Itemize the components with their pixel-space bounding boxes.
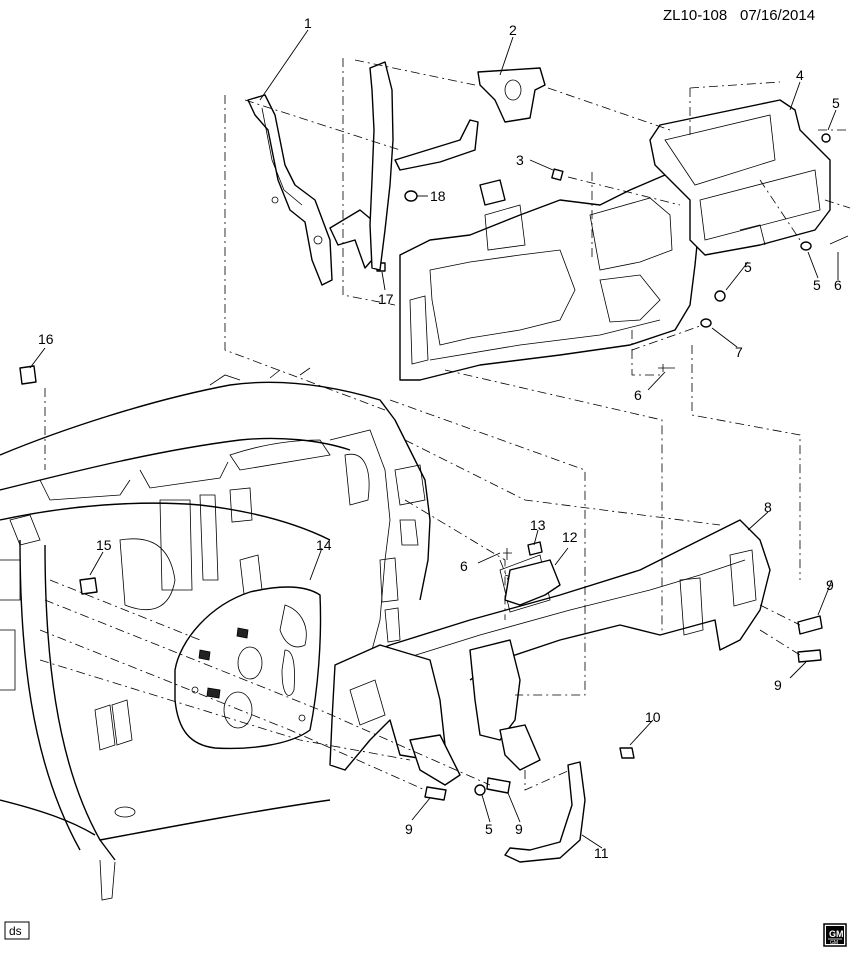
part-2-bracket <box>477 67 546 123</box>
ds-stamp: ds <box>4 921 30 940</box>
alignment-lines <box>39 58 851 791</box>
bolts <box>19 365 823 801</box>
callout-5: 5 <box>744 259 752 275</box>
callout-13: 13 <box>530 517 546 533</box>
callout-8: 8 <box>764 499 772 515</box>
callout-17: 17 <box>378 291 394 307</box>
callout-4: 4 <box>796 67 804 83</box>
callout-9: 9 <box>774 677 782 693</box>
callout-6: 6 <box>460 558 468 574</box>
part-1-bracket <box>247 94 333 286</box>
upper-side-bracket <box>369 61 479 271</box>
part-4-frame <box>649 99 831 256</box>
small-fasteners-top <box>658 133 849 372</box>
callout-12: 12 <box>562 529 578 545</box>
diagram-date: 07/16/2014 <box>740 7 815 24</box>
callout-16: 16 <box>38 331 54 347</box>
callout-14: 14 <box>316 537 332 553</box>
callout-3: 3 <box>516 152 524 168</box>
callout-6: 6 <box>634 387 642 403</box>
part-14-plate <box>174 586 322 750</box>
callout-9: 9 <box>826 577 834 593</box>
callout-9: 9 <box>405 821 413 837</box>
callout-6: 6 <box>834 277 842 293</box>
instrument-panel-carrier <box>399 174 701 381</box>
gm-logo-subtext: GM <box>830 940 838 946</box>
callout-5: 5 <box>813 277 821 293</box>
callout-15: 15 <box>96 537 112 553</box>
ds-stamp-text: ds <box>9 924 22 938</box>
callout-2: 2 <box>509 22 517 38</box>
diagram-code: ZL10-108 <box>663 7 727 24</box>
callout-9: 9 <box>515 821 523 837</box>
body-firewall-panel <box>0 367 431 901</box>
gm-logo-text: GM <box>829 929 844 939</box>
callout-1: 1 <box>304 15 312 31</box>
callout-18: 18 <box>430 188 446 204</box>
gm-logo: GM GM <box>823 923 847 947</box>
callout-11: 11 <box>594 845 609 861</box>
part-11-strap <box>504 761 586 863</box>
part-3-nut <box>551 168 564 181</box>
callout-7: 7 <box>735 344 743 360</box>
callout-labels: 1 2 3 4 5 18 17 5 6 5 7 6 8 9 9 10 11 12… <box>38 15 842 861</box>
callout-10: 10 <box>645 709 661 725</box>
part-8-cross-beam <box>329 519 771 786</box>
part-12-13-bracket <box>503 541 561 606</box>
leader-lines <box>29 29 839 849</box>
callout-5: 5 <box>832 95 840 111</box>
callout-5: 5 <box>485 821 493 837</box>
